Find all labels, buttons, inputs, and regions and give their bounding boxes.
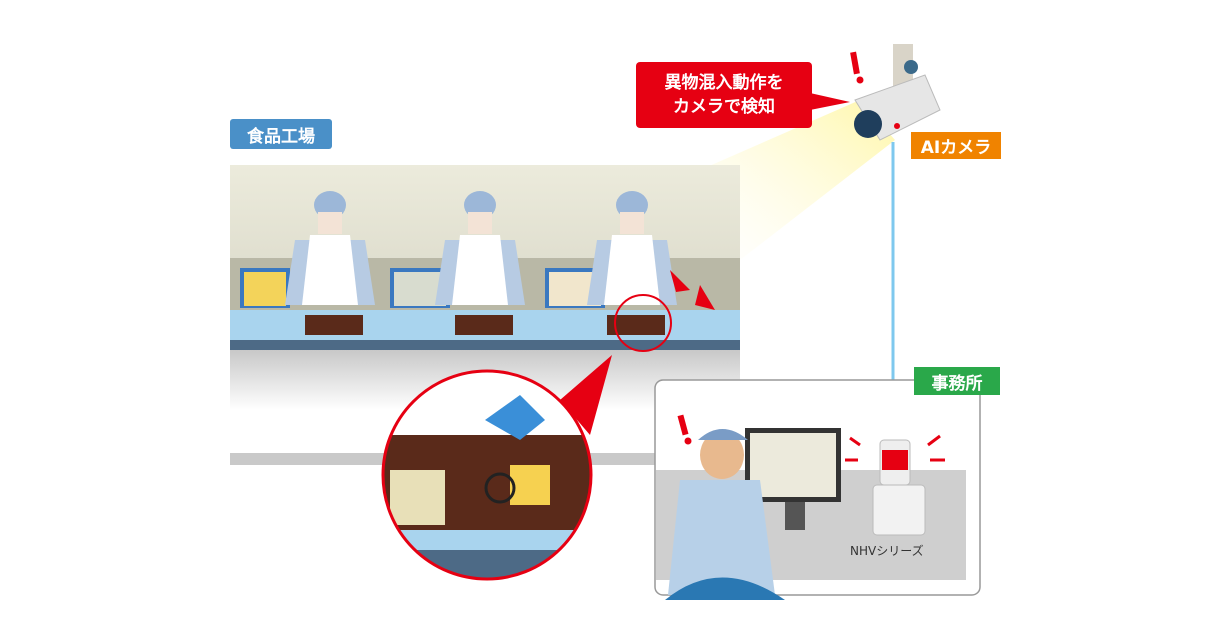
- zoom-circle-border: [381, 369, 593, 581]
- callout-tail: [810, 93, 850, 110]
- worker: [587, 191, 677, 305]
- ai-camera-label: AIカメラ: [911, 132, 1001, 159]
- lunch-box: [607, 315, 665, 335]
- alert-burst: [695, 285, 715, 310]
- exclamation-icon: [850, 51, 864, 84]
- lunch-box: [455, 315, 513, 335]
- operator: [665, 429, 785, 600]
- factory-label: 食品工場: [230, 119, 332, 149]
- signal-tower: [872, 439, 926, 536]
- gloved-hand: [485, 395, 545, 440]
- zoom-circle: [384, 372, 590, 578]
- foreign-object: [484, 472, 516, 504]
- callout-line-2: カメラで検知: [673, 97, 775, 117]
- alert-lines-icon: [845, 434, 945, 462]
- callout-line-1: 異物混入動作を: [664, 73, 784, 93]
- detection-callout: 異物混入動作を カメラで検知: [636, 62, 812, 128]
- worker: [435, 191, 525, 305]
- exclamation-icon: [677, 414, 692, 445]
- worker: [285, 191, 375, 305]
- office-scene: [654, 379, 981, 600]
- ai-camera: [850, 44, 941, 141]
- detection-marker: [614, 294, 672, 352]
- product-label: NHVシリーズ: [850, 544, 924, 558]
- alert-burst: [670, 270, 690, 292]
- lunch-box: [305, 315, 363, 335]
- camera-light-cone: [700, 100, 895, 260]
- camera-lens-icon: [854, 110, 882, 138]
- office-label: 事務所: [914, 367, 1000, 395]
